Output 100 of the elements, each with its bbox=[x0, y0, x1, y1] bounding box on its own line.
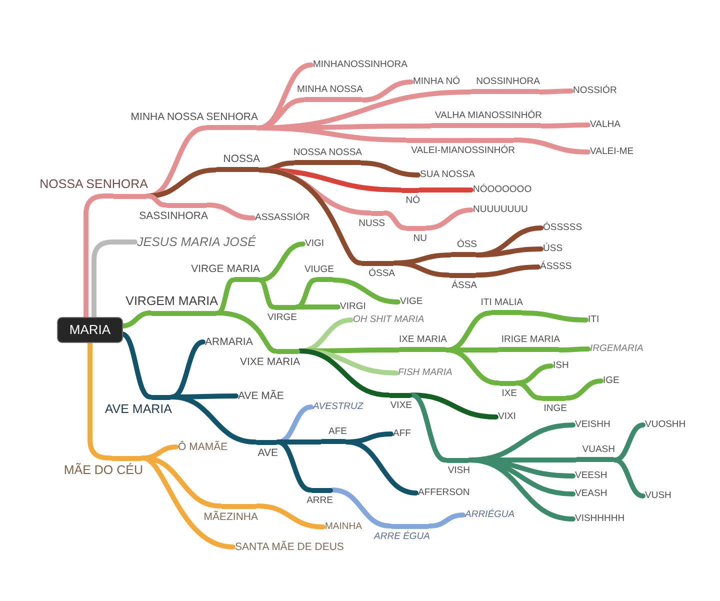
branch-topic: VALHA MIANOSSINHÓR bbox=[430, 110, 542, 128]
branch-line bbox=[612, 457, 646, 498]
branch-line bbox=[392, 260, 450, 278]
branch-topic: ITI MALIA bbox=[480, 297, 523, 316]
leaf-topic: VALHA bbox=[590, 119, 620, 131]
branch-topic: IXE bbox=[498, 380, 517, 399]
branch-line bbox=[330, 488, 392, 528]
branch-line bbox=[146, 194, 168, 208]
leaf-topic: NÓOOOOOO bbox=[473, 184, 532, 196]
leaf-topic: ARRIÉGUA bbox=[465, 509, 515, 521]
branch-line bbox=[140, 456, 236, 550]
leaf-topic: ASSASSIÓR bbox=[255, 212, 310, 224]
branch-line bbox=[206, 202, 256, 220]
branch-line bbox=[382, 210, 408, 230]
branch-topic: VIRGE MARIA bbox=[188, 262, 260, 282]
leaf-topic: VEASH bbox=[575, 488, 608, 500]
branch-line bbox=[294, 304, 340, 310]
leaf-topic: ÚSS bbox=[543, 243, 563, 255]
leaf-topic: ITI bbox=[588, 314, 600, 326]
leaf-topic: ÁSSSS bbox=[540, 261, 572, 273]
leaf-topic: VIGI bbox=[305, 238, 324, 250]
branch-topic: VIXE bbox=[388, 392, 412, 411]
leaf-topic: SANTA MÃE DE DEUS bbox=[235, 540, 344, 554]
branch-line bbox=[538, 88, 574, 94]
branch-line bbox=[564, 378, 604, 400]
leaf-topic: VIXI bbox=[498, 411, 516, 423]
branch-line bbox=[216, 310, 278, 354]
leaf-topic: VIRGI bbox=[340, 301, 366, 313]
branch-topic: VISH bbox=[445, 458, 470, 476]
branch-topic: MINHA NOSSA SENHORA bbox=[128, 110, 258, 130]
leaf-topic: NUUUUUUU bbox=[473, 204, 528, 216]
leaf-topic: ISH bbox=[553, 360, 569, 372]
branch-topic: VIXE MARIA bbox=[240, 348, 300, 368]
leaf-topic: AVESTRUZ bbox=[313, 401, 364, 413]
branch-topic: MÃE DO CÉU bbox=[62, 456, 143, 478]
branch-line bbox=[298, 348, 390, 398]
leaf-topic: MINHANOSSINHORA bbox=[313, 59, 408, 71]
branch-line bbox=[474, 264, 540, 278]
leaf-topic: JESUS MARIA JOSÉ bbox=[137, 234, 256, 250]
branch-line bbox=[360, 160, 420, 178]
leaf-topic: VIGE bbox=[400, 296, 423, 308]
branch-topic: VIRGE bbox=[267, 304, 297, 323]
leaf-topic: IRGEMARIA bbox=[590, 343, 644, 355]
leaf-topic: VISHHHHH bbox=[575, 513, 625, 525]
branch-line bbox=[514, 380, 542, 400]
leaf-topic: FISH MARIA bbox=[398, 367, 452, 379]
branch-topic: ÓSS bbox=[450, 239, 477, 258]
branch-line bbox=[512, 138, 590, 154]
leaf-topic: AVE MÃE bbox=[238, 390, 284, 402]
leaf-topic: ÓSSSSS bbox=[543, 222, 582, 234]
branch-topic: NOSSA bbox=[215, 152, 260, 172]
branch-line bbox=[332, 277, 400, 304]
branch-topic: VIRGEM MARIA bbox=[123, 294, 218, 316]
leaf-topic: SUA NOSSA bbox=[420, 169, 475, 181]
branch-topic: NÓ bbox=[400, 188, 420, 206]
branch-topic: SASSINHORA bbox=[135, 202, 208, 222]
branch-line bbox=[424, 208, 474, 230]
leaf-topic: VUSH bbox=[645, 490, 672, 502]
branch-topic: ÁSSA bbox=[448, 272, 477, 291]
leaf-topic: MAINHA bbox=[325, 521, 362, 533]
branch-line bbox=[558, 346, 590, 352]
branch-topic: VIUGE bbox=[303, 264, 334, 282]
branch-line bbox=[474, 246, 544, 258]
leaf-topic: Ô MAMÃE bbox=[178, 440, 228, 454]
leaf-topic: AFFERSON bbox=[418, 487, 470, 499]
branch-line bbox=[468, 458, 576, 522]
branch-topic: ÓSSA bbox=[360, 260, 395, 279]
leaf-topic: NOSSIÓR bbox=[573, 85, 617, 97]
leaf-topic: ARMARIA bbox=[205, 336, 253, 348]
branch-topic: NOSSA SENHORA bbox=[35, 176, 148, 198]
branch-topic: MINHA NOSSA bbox=[295, 84, 363, 102]
branch-line bbox=[256, 504, 326, 530]
leaf-topic: VUOSHH bbox=[645, 419, 686, 431]
branch-line bbox=[344, 439, 418, 496]
branch-line bbox=[418, 188, 474, 192]
branch-topic: NOSSINHORA bbox=[470, 76, 540, 94]
branch-topic: AVE bbox=[255, 440, 278, 460]
leaf-topic: AFF bbox=[393, 428, 411, 440]
branch-topic: INGE bbox=[540, 396, 567, 414]
root-topic-box: MARIA bbox=[58, 318, 122, 342]
branch-topic: ARRE ÉGUA bbox=[372, 524, 430, 542]
branch-line bbox=[170, 394, 258, 444]
branch-line bbox=[360, 80, 414, 102]
branch-topic: VUASH bbox=[575, 444, 615, 462]
branch-topic: VALEI-MIANOSSINHÓR bbox=[405, 138, 515, 156]
leaf-topic: MINHA NÓ bbox=[413, 76, 460, 88]
branch-topic: NOSSA NOSSA bbox=[293, 147, 362, 166]
branch-topic: IRIGE MARIA bbox=[497, 334, 560, 352]
branch-line bbox=[258, 277, 276, 310]
branch-line bbox=[540, 122, 590, 128]
branch-line bbox=[258, 167, 362, 266]
branch-topic: AFE bbox=[320, 426, 347, 444]
leaf-topic: IGE bbox=[603, 375, 620, 387]
branch-line bbox=[520, 310, 588, 322]
leaf-topic: OH SHIT MARIA bbox=[353, 314, 424, 326]
branch-topic: NUSS bbox=[358, 210, 385, 229]
branch-line bbox=[428, 512, 466, 528]
branch-topic: IXE MARIA bbox=[398, 334, 447, 352]
branch-topic: AVE MARIA bbox=[100, 394, 172, 416]
leaf-topic: VALEI-ME bbox=[590, 146, 634, 158]
